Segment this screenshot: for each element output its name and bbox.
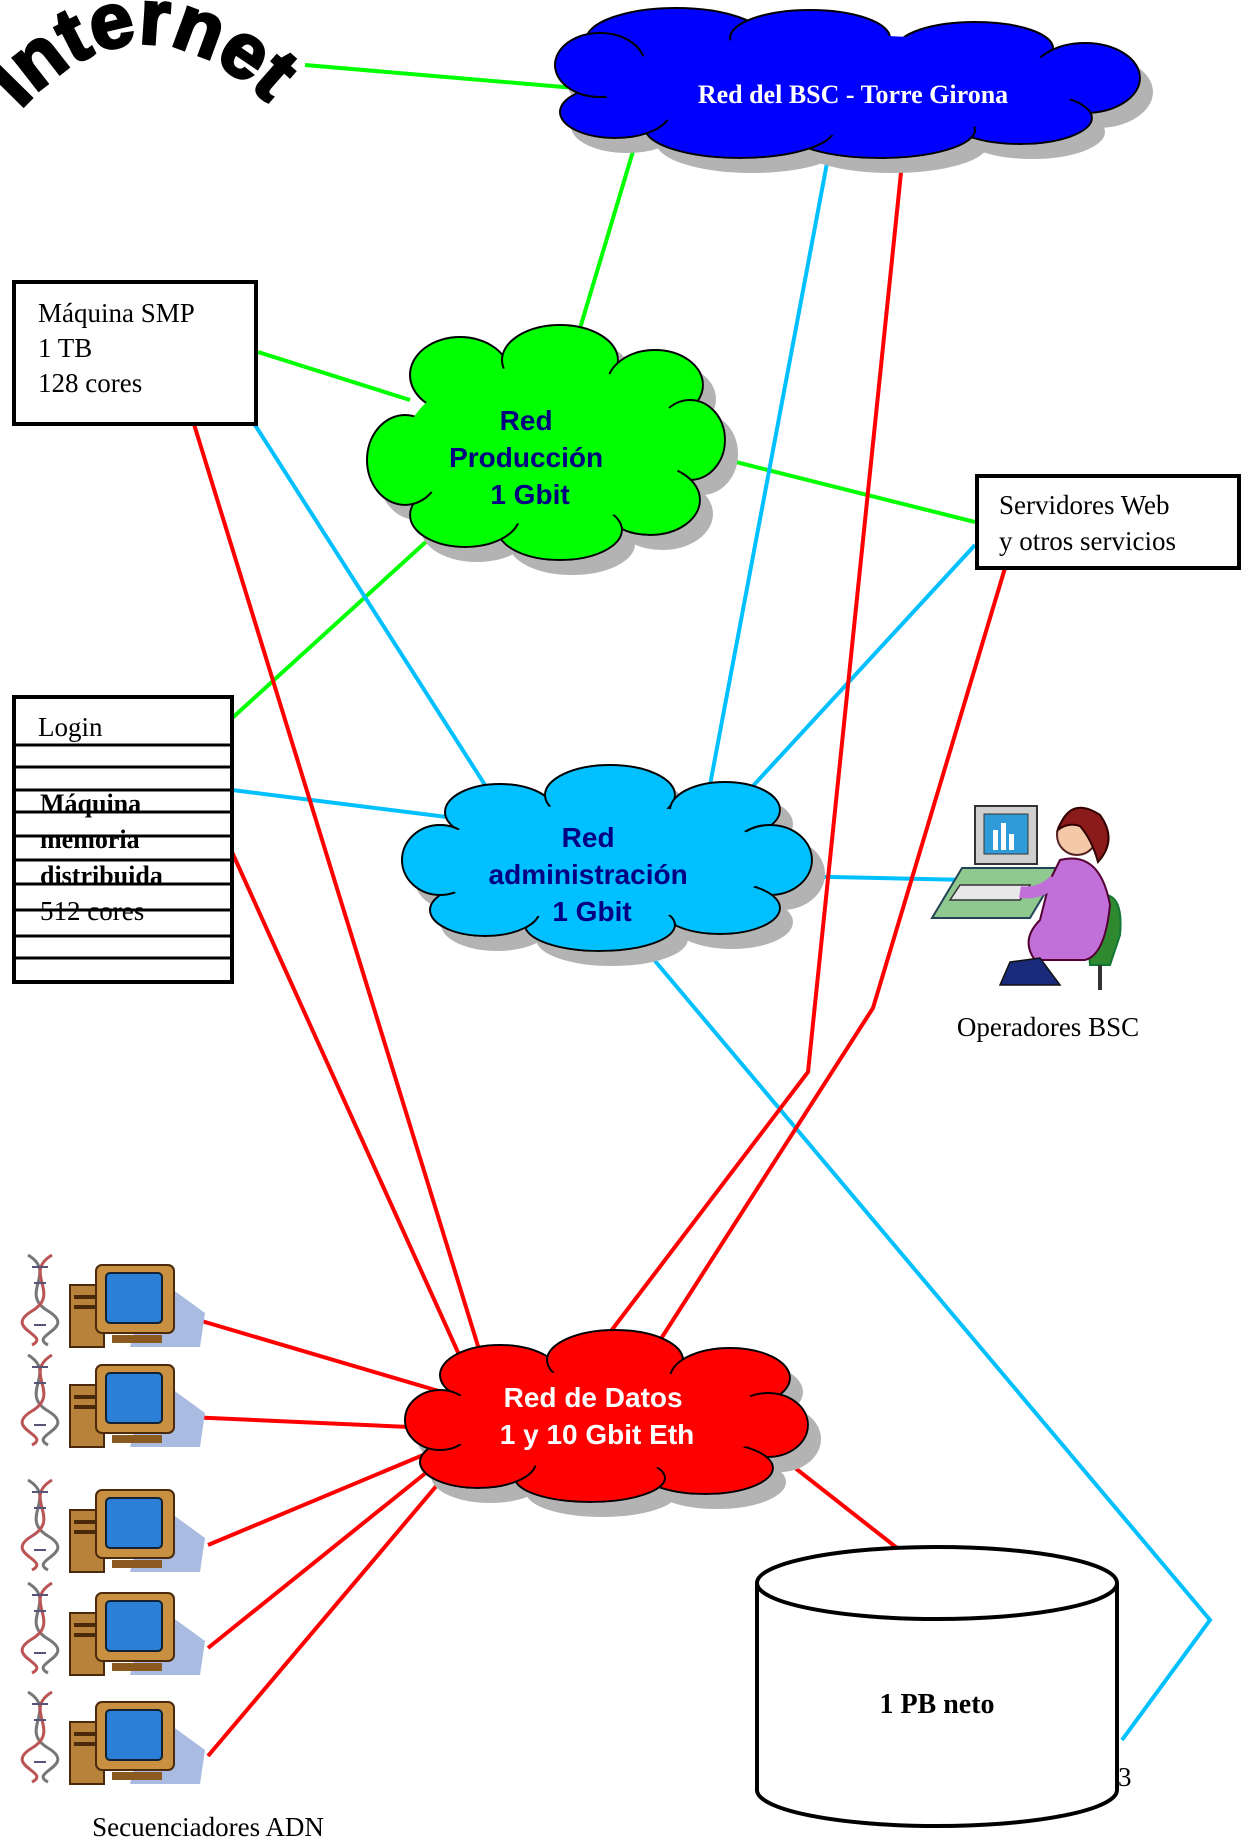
cloud-produccion-label: Red Producción 1 Gbit <box>449 405 611 510</box>
smp-line-2: 1 TB <box>38 333 92 363</box>
smp-text: Máquina SMP 1 TB 128 cores <box>38 298 201 398</box>
red-links <box>183 162 1007 1758</box>
operators-label: Operadores BSC <box>957 1012 1139 1042</box>
cluster-line-2: memoria <box>40 825 140 854</box>
dna-icon <box>20 1353 60 1447</box>
link-smp-produccion <box>257 350 411 402</box>
cloud-produccion-shape <box>366 324 726 561</box>
cluster-rows <box>14 743 232 960</box>
link-produccion-login <box>228 538 430 722</box>
sequencer-4 <box>20 1581 205 1676</box>
cloud-produccion-line-2: Producción <box>449 442 603 473</box>
link-seq4-datos <box>206 1453 450 1650</box>
link-smp-datos <box>183 394 492 1386</box>
cluster-line-1: Máquina <box>40 789 141 818</box>
link-smp-admin <box>253 423 487 787</box>
link-internet-bsc <box>304 63 576 90</box>
sequencer-5 <box>20 1690 205 1785</box>
link-cluster-datos <box>230 851 477 1391</box>
link-web-datos <box>655 567 1007 1347</box>
page-number: 3 <box>1118 1762 1132 1792</box>
sequencers-label: Secuenciadores ADN <box>92 1812 324 1842</box>
cluster-rack: Login Máquina memoria distribuida 512 co… <box>12 695 234 984</box>
web-servers-box: Servidores Web y otros servicios <box>975 474 1241 570</box>
cloud-datos-label: Red de Datos 1 y 10 Gbit Eth <box>500 1382 695 1450</box>
cloud-admin-line-1: Red <box>562 822 615 853</box>
link-seq3-datos <box>207 1446 441 1547</box>
computer-icon <box>69 1264 205 1348</box>
cluster-cores: 512 cores <box>40 896 144 926</box>
link-produccion-web <box>719 456 976 524</box>
sequencer-2 <box>20 1353 205 1448</box>
web-line-1: Servidores Web <box>999 490 1170 520</box>
link-seq5-datos <box>206 1456 462 1758</box>
blue-links <box>231 162 1213 1742</box>
cloud-produccion-line-3: 1 Gbit <box>490 479 569 510</box>
cloud-administracion-shape <box>401 764 813 952</box>
link-admin-operators <box>784 874 971 882</box>
dna-icon <box>20 1690 60 1784</box>
cloud-bsc-shape <box>554 7 1141 159</box>
link-admin-storage <box>648 953 1213 1742</box>
cloud-datos-shape <box>404 1329 809 1503</box>
dna-icon <box>20 1253 60 1347</box>
cluster-login: Login <box>38 712 103 742</box>
sequencers-group <box>20 1253 205 1785</box>
storage-label: 1 PB neto <box>879 1689 994 1720</box>
cloud-datos-line-1: Red de Datos <box>504 1382 683 1413</box>
internet-wordart: Internet <box>0 0 315 122</box>
cloud-produccion-line-1: Red <box>500 405 553 436</box>
cloud-administracion-label: Red administración 1 Gbit <box>489 822 696 927</box>
cloud-administracion: Red administración 1 Gbit <box>401 764 813 952</box>
computer-icon <box>69 1489 205 1573</box>
cloud-datos-line-2: 1 y 10 Gbit Eth <box>500 1419 695 1450</box>
web-line-2: y otros servicios <box>999 526 1176 556</box>
operator-icon <box>930 805 1122 990</box>
cloud-admin-line-3: 1 Gbit <box>552 896 631 927</box>
cloud-produccion: Red Producción 1 Gbit <box>366 324 726 561</box>
cluster-line-3: distribuida <box>40 861 163 890</box>
smp-line-3: 128 cores <box>38 368 142 398</box>
sequencer-1 <box>20 1253 205 1348</box>
smp-box: Máquina SMP 1 TB 128 cores <box>12 280 258 426</box>
dna-icon <box>20 1581 60 1675</box>
cloud-bsc-label: Red del BSC - Torre Girona <box>698 80 1008 109</box>
link-bsc-datos <box>568 162 904 1387</box>
link-bsc-produccion <box>573 137 639 346</box>
cloud-admin-line-2: administración <box>489 859 688 890</box>
web-servers-text: Servidores Web y otros servicios <box>999 490 1176 556</box>
cluster-name: Máquina memoria distribuida <box>40 789 163 890</box>
dna-icon <box>20 1478 60 1572</box>
link-cluster-admin <box>231 788 456 820</box>
computer-icon <box>69 1364 205 1448</box>
computer-icon <box>69 1592 205 1676</box>
link-datos-storage <box>760 1440 922 1568</box>
internet-label: Internet <box>0 0 317 123</box>
link-seq2-datos <box>187 1415 433 1430</box>
smp-line-1: Máquina SMP <box>38 298 194 328</box>
cloud-datos: Red de Datos 1 y 10 Gbit Eth <box>404 1329 809 1503</box>
link-web-admin <box>738 543 977 802</box>
computer-icon <box>69 1701 205 1785</box>
green-links <box>228 63 976 722</box>
cloud-bsc: Red del BSC - Torre Girona <box>554 7 1141 159</box>
storage-cylinder: 1 PB neto <box>755 1545 1119 1828</box>
link-bsc-admin <box>708 162 829 786</box>
link-seq1-datos <box>187 1315 443 1394</box>
sequencer-3 <box>20 1478 205 1573</box>
